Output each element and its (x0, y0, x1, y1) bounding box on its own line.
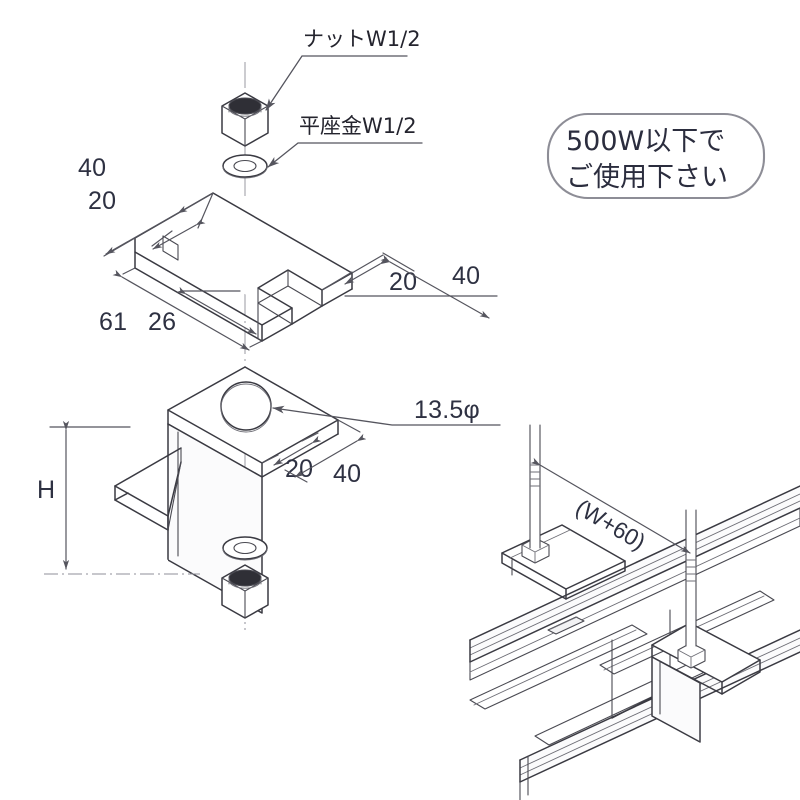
dim-value-bracket-width-40: 40 (333, 460, 361, 488)
dim-value-plate-width-40: 40 (78, 154, 106, 182)
top-washer (222, 154, 268, 179)
rod-span-dimension (530, 457, 691, 554)
nut-label-leader (265, 55, 408, 111)
dim-bracket-width-40 (284, 419, 367, 483)
dim-bracket-height-h (44, 420, 200, 575)
dim-value-plate-slot-26: 26 (148, 308, 176, 336)
dim-value-plate-right-40: 40 (452, 262, 480, 290)
installation-isometric-view: (W+60) (469, 424, 800, 800)
dim-plate-right-40 (344, 252, 498, 319)
dim-value-hole-diameter: 13.5φ (414, 396, 480, 424)
dim-value-plate-inset-20: 20 (88, 187, 116, 215)
label-washer: 平座金W1/2 (299, 114, 417, 138)
bottom-nut (221, 564, 269, 619)
wattage-callout: 500W以下で ご使用下さい (546, 112, 766, 200)
rail-far (469, 485, 800, 681)
hole-diameter-leader (272, 405, 501, 426)
top-nut (221, 92, 269, 147)
dim-value-plate-right-20: 20 (389, 268, 417, 296)
washer-label-leader (267, 142, 423, 168)
dim-value-bracket-height-h: H (37, 476, 55, 504)
label-nut: ナットW1/2 (303, 27, 421, 51)
tray-slot-detail (547, 616, 585, 635)
dim-value-plate-length-61: 61 (99, 308, 127, 336)
bottom-washer (222, 536, 268, 561)
dim-plate-inset-20 (151, 192, 214, 250)
callout-line-1: 500W以下で (566, 126, 725, 157)
callout-line-2: ご使用下さい (566, 162, 728, 193)
dim-plate-slot-26 (176, 286, 259, 339)
dim-plate-right-20 (321, 254, 390, 291)
